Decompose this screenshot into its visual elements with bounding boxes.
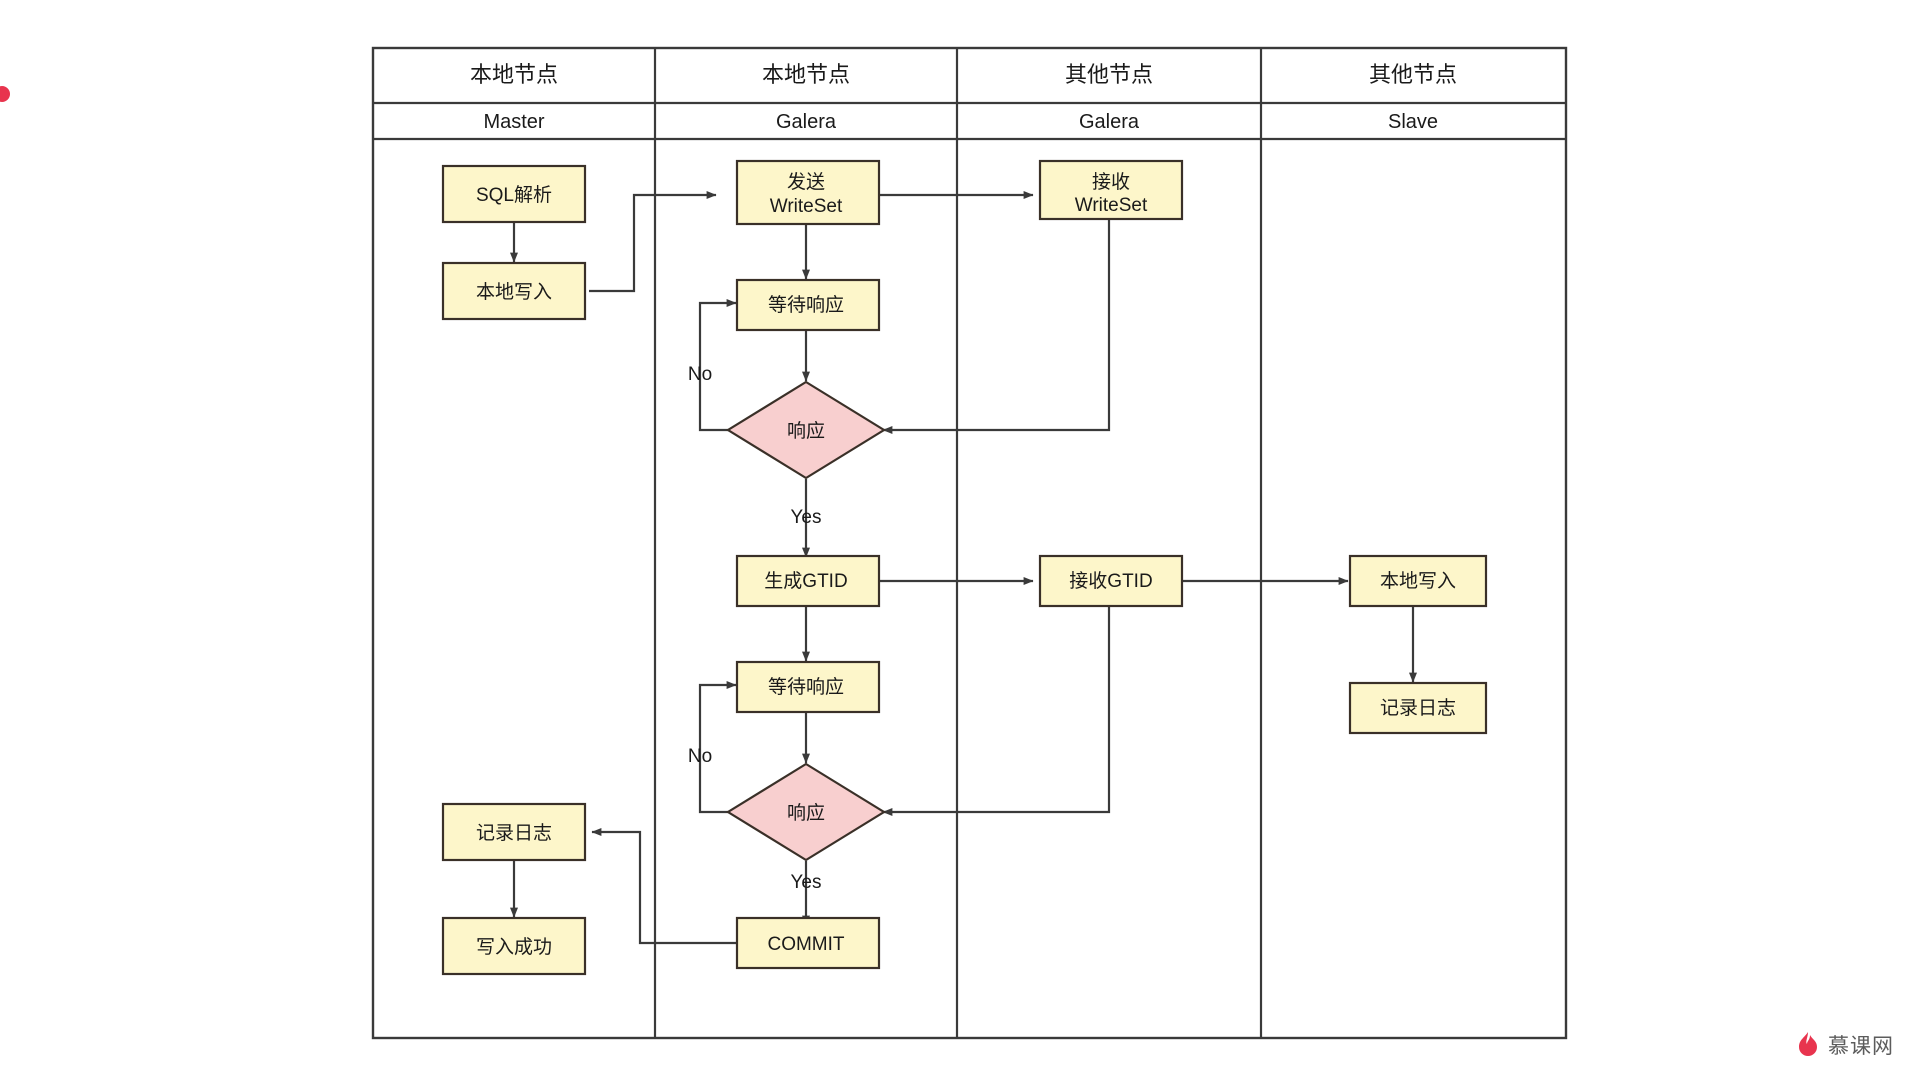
node-label-send-writeset-line1: 发送	[787, 171, 825, 193]
lane-subtitle-0: Master	[483, 111, 544, 133]
edge-label-yes-2: Yes	[791, 872, 822, 893]
edge-localwrite-to-sendws	[589, 191, 717, 293]
node-slave-log[interactable]: 记录日志	[1348, 681, 1488, 735]
node-label-send-writeset-line2: WriteSet	[770, 196, 843, 217]
node-slave-local-write[interactable]: 本地写入	[1348, 554, 1488, 608]
lane-title-2: 其他节点	[1065, 62, 1153, 87]
edge-label-yes-1: Yes	[791, 507, 822, 528]
node-label-receive-writeset-line1: 接收	[1092, 171, 1130, 193]
node-send-writeset[interactable]: 发送 WriteSet	[735, 159, 881, 226]
node-commit[interactable]: COMMIT	[735, 916, 881, 970]
edge-resp2-no-loop	[698, 681, 737, 814]
node-label-wait-response-2: 等待响应	[768, 676, 844, 698]
flame-icon	[1799, 1032, 1817, 1056]
node-sql-parse[interactable]: SQL解析	[441, 164, 587, 224]
node-response-decision-1[interactable]: 响应	[725, 380, 887, 480]
node-label-response-decision-2: 响应	[787, 802, 825, 824]
node-label-slave-log: 记录日志	[1380, 697, 1456, 719]
node-label-commit: COMMIT	[767, 934, 844, 955]
node-response-decision-2[interactable]: 响应	[725, 762, 887, 862]
lane-title-0: 本地节点	[470, 62, 558, 87]
node-label-slave-local-write: 本地写入	[1380, 570, 1456, 592]
node-label-write-success: 写入成功	[476, 936, 552, 958]
node-label-sql-parse: SQL解析	[476, 184, 552, 206]
node-receive-gtid[interactable]: 接收GTID	[1038, 554, 1184, 608]
edge-label-no-1: No	[688, 364, 712, 385]
edge-label-no-2: No	[688, 746, 712, 767]
node-label-local-write: 本地写入	[476, 281, 552, 303]
node-write-success[interactable]: 写入成功	[441, 916, 587, 976]
node-generate-gtid[interactable]: 生成GTID	[735, 554, 881, 608]
edges	[510, 191, 1417, 945]
node-local-write[interactable]: 本地写入	[441, 261, 587, 321]
lane-title-3: 其他节点	[1369, 62, 1457, 87]
node-wait-response-2[interactable]: 等待响应	[735, 660, 881, 714]
lane-subtitle-3: Slave	[1388, 111, 1438, 133]
edge-commit-to-masterlog	[591, 828, 736, 945]
lane-subtitle-1: Galera	[776, 111, 837, 133]
node-label-generate-gtid: 生成GTID	[764, 570, 847, 592]
watermark: 慕课网	[1795, 1030, 1894, 1060]
node-receive-writeset[interactable]: 接收 WriteSet	[1038, 159, 1184, 221]
edge-resp1-no-loop	[698, 299, 737, 432]
lane-headers: 本地节点 本地节点 其他节点 其他节点 Master Galera Galera…	[470, 62, 1457, 133]
accent-dot	[0, 86, 10, 102]
lane-title-1: 本地节点	[762, 62, 850, 87]
node-label-wait-response-1: 等待响应	[768, 294, 844, 316]
node-label-log-master: 记录日志	[476, 822, 552, 844]
node-label-response-decision-1: 响应	[787, 420, 825, 442]
node-label-receive-writeset-line2: WriteSet	[1075, 195, 1148, 216]
node-label-receive-gtid: 接收GTID	[1069, 570, 1152, 592]
edge-labels: No Yes No Yes	[688, 364, 822, 893]
lane-subtitle-2: Galera	[1079, 111, 1140, 133]
edge-recvws-to-resp1	[882, 219, 1111, 434]
edge-recvgtid-to-resp2	[882, 606, 1111, 816]
node-log-master[interactable]: 记录日志	[441, 802, 587, 862]
swimlane-frame	[371, 46, 1568, 1040]
watermark-text: 慕课网	[1828, 1035, 1894, 1058]
node-wait-response-1[interactable]: 等待响应	[735, 278, 881, 332]
